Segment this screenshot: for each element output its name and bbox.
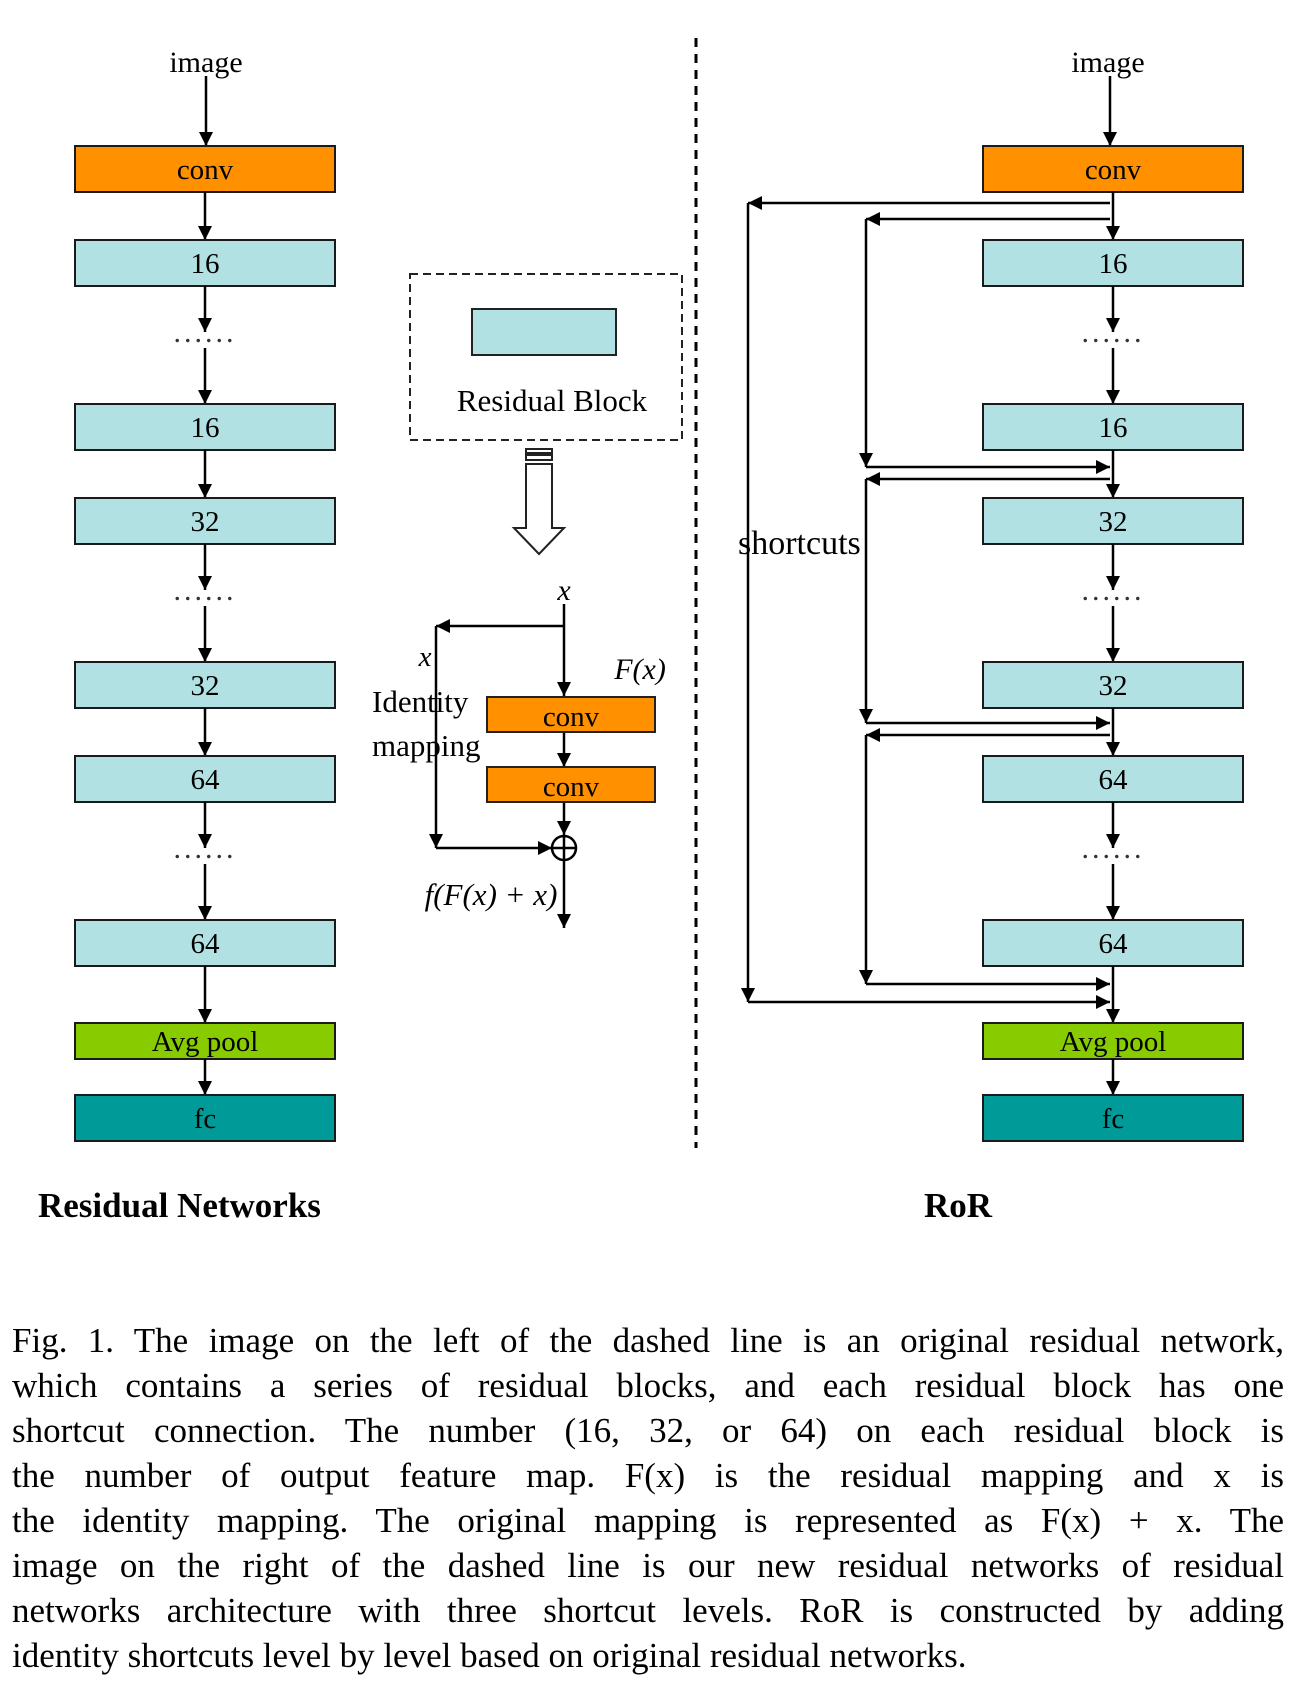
conv-layer-1 — [486, 696, 656, 733]
input-x-label: x — [556, 574, 571, 607]
caption-line: which contains a series of residual bloc… — [12, 1366, 1284, 1405]
caption-line: image on the right of the dashed line is… — [12, 1546, 1284, 1585]
ror-network: image conv 16...... 16 32...... 32 64...... 64… — [738, 46, 1244, 1142]
left-avgpool-layer — [74, 1022, 336, 1060]
legend-dashed-frame — [409, 273, 683, 441]
left-block-label: 16 — [191, 412, 220, 444]
sum-icon — [550, 834, 578, 862]
caption-line: identity shortcuts level by level based … — [12, 1636, 967, 1675]
left-block-layer — [74, 239, 336, 287]
figure-caption: Fig. 1. The image on the left of the das… — [12, 1318, 1284, 1678]
identity-x-label: x — [418, 641, 432, 673]
caption-line: the identity mapping. The original mappi… — [12, 1501, 1284, 1540]
identity-label-line1: Identity — [372, 684, 469, 719]
left-block-label: 32 — [191, 670, 220, 702]
right-block-label: 16 — [1099, 248, 1128, 280]
right-input-label: image — [1071, 46, 1144, 79]
shortcut-connections — [741, 196, 1110, 1009]
caption-line: shortcut connection. The number (16, 32,… — [12, 1411, 1284, 1450]
left-fc-label: fc — [194, 1103, 217, 1135]
left-ellipsis: ...... — [174, 316, 237, 349]
left-block-label: 16 — [191, 248, 220, 280]
left-fc-layer — [74, 1094, 336, 1142]
left-ellipsis: ...... — [174, 832, 237, 865]
conv-layer-2-label: conv — [543, 771, 600, 803]
right-conv-label: conv — [1085, 154, 1142, 186]
right-block-label: 64 — [1099, 764, 1129, 796]
residual-block-legend: Residual Block — [409, 273, 683, 441]
right-fc-label: fc — [1102, 1103, 1125, 1135]
right-fc-layer — [982, 1094, 1244, 1142]
left-block-layer — [74, 661, 336, 709]
caption-line: the number of output feature map. F(x) i… — [12, 1456, 1284, 1495]
right-ellipsis: ...... — [1082, 574, 1145, 607]
left-block-layer — [74, 755, 336, 803]
left-input-label: image — [169, 46, 242, 79]
right-block-label: 32 — [1099, 506, 1128, 538]
output-label: f(F(x) + x) — [425, 877, 558, 912]
right-block-layer — [982, 497, 1244, 545]
left-block-layer — [74, 403, 336, 451]
residual-block-detail: x x Identity mapping F(x) conv conv f(F(… — [372, 574, 666, 928]
right-block-layer — [982, 661, 1244, 709]
identity-label-line2: mapping — [372, 728, 481, 763]
left-block-label: 64 — [191, 764, 221, 796]
right-block-label: 32 — [1099, 670, 1128, 702]
left-network: image conv 16...... 16 32...... 32 64...... 64… — [74, 46, 336, 1142]
right-block-layer — [982, 919, 1244, 967]
right-ellipsis: ...... — [1082, 832, 1145, 865]
legend-block-swatch — [471, 308, 617, 356]
conv-layer-1-label: conv — [543, 701, 600, 733]
left-block-label: 64 — [191, 928, 221, 960]
right-conv-layer — [982, 145, 1244, 193]
left-conv-label: conv — [177, 154, 234, 186]
residual-label: F(x) — [613, 653, 666, 686]
right-block-label: 16 — [1099, 412, 1128, 444]
caption-line: Fig. 1. The image on the left of the das… — [12, 1321, 1284, 1360]
right-block-label: 64 — [1099, 928, 1129, 960]
right-avgpool-layer — [982, 1022, 1244, 1060]
right-block-layer — [982, 239, 1244, 287]
caption-line: networks architecture with three shortcu… — [12, 1591, 1284, 1630]
left-block-label: 32 — [191, 506, 220, 538]
left-panel-title: Residual Networks — [38, 1186, 321, 1225]
legend-label: Residual Block — [457, 383, 648, 418]
left-block-layer — [74, 497, 336, 545]
left-avgpool-label: Avg pool — [152, 1026, 259, 1058]
expand-arrow-icon — [511, 448, 567, 556]
conv-layer-2 — [486, 766, 656, 803]
left-block-layer — [74, 919, 336, 967]
right-avgpool-label: Avg pool — [1060, 1026, 1167, 1058]
right-ellipsis: ...... — [1082, 316, 1145, 349]
right-panel-title: RoR — [924, 1186, 993, 1225]
left-ellipsis: ...... — [174, 574, 237, 607]
figure-diagram: image conv 16...... 16 32...... 32 64...... 64… — [74, 38, 1244, 1148]
shortcuts-label: shortcuts — [738, 525, 861, 562]
